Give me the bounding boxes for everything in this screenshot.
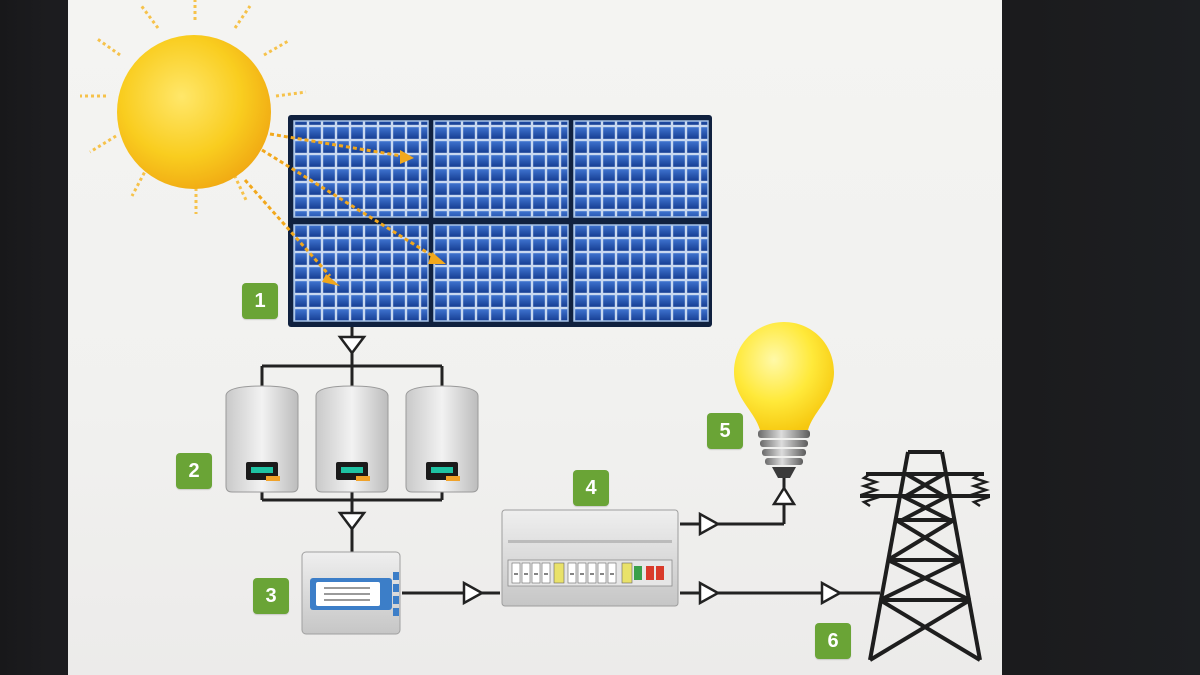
solar-panel-array [288,115,712,327]
breaker-box-icon [501,509,679,607]
step-label-1: 1 [242,283,278,319]
inverter-units [225,385,479,493]
sun-icon [80,0,307,214]
step-label-4: 4 [573,470,609,506]
inverter-icon [405,385,479,493]
inverter-icon [225,385,299,493]
sun-ray-arrows [243,132,446,286]
step-label-6: 6 [815,623,851,659]
inverter-icon [315,385,389,493]
light-bulb-icon [734,322,834,478]
meter-icon [301,551,401,635]
step-label-2: 2 [176,453,212,489]
step-label-3: 3 [253,578,289,614]
flow-arrow-icons [337,335,843,606]
step-label-5: 5 [707,413,743,449]
power-pylon-icon [860,450,990,662]
